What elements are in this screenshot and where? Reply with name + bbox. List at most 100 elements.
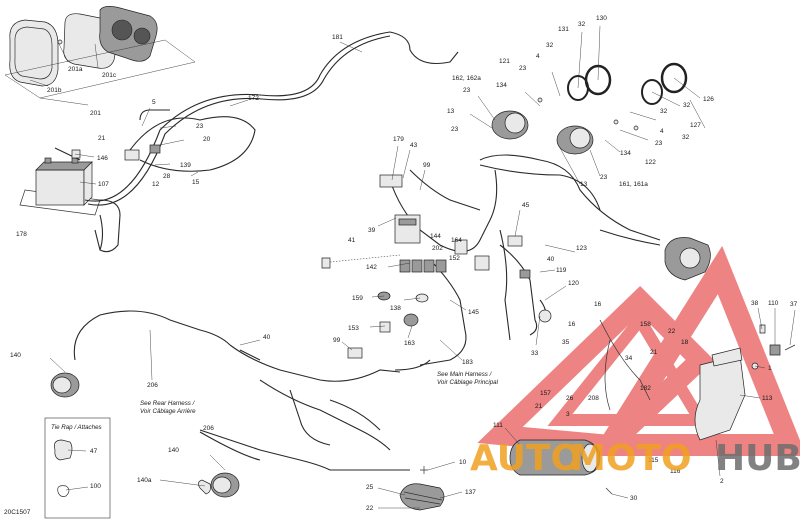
callout-3: 3 bbox=[566, 411, 570, 418]
battery-terminal-pos bbox=[44, 157, 52, 164]
watermark-triangle-inner bbox=[547, 309, 711, 426]
callout-157: 157 bbox=[540, 390, 551, 397]
callout-40: 40 bbox=[547, 256, 555, 263]
cluster-bezel-inner bbox=[14, 26, 53, 80]
bulb-140a bbox=[198, 479, 211, 495]
callout-127: 127 bbox=[690, 122, 701, 129]
callout-99: 99 bbox=[423, 162, 431, 169]
callout-43: 43 bbox=[410, 142, 418, 149]
note-main-harness-line2: Voir Câblage Principal bbox=[437, 379, 499, 386]
callout-144: 144 bbox=[430, 233, 441, 240]
part-138 bbox=[415, 293, 429, 303]
callout-34: 34 bbox=[625, 355, 633, 362]
callout-140a: 140a bbox=[137, 477, 152, 484]
part-41 bbox=[321, 257, 331, 269]
callout-12: 12 bbox=[152, 181, 160, 188]
callout-23b: 23 bbox=[463, 87, 471, 94]
callout-145: 145 bbox=[468, 309, 479, 316]
callout-201: 201 bbox=[90, 110, 101, 117]
part-120 bbox=[538, 309, 552, 323]
callout-15: 15 bbox=[192, 179, 200, 186]
callout-35: 35 bbox=[562, 339, 570, 346]
callout-140: 140 bbox=[10, 352, 21, 359]
part-12 bbox=[124, 149, 140, 161]
callout-201c: 201c bbox=[102, 72, 117, 79]
battery-part bbox=[35, 169, 85, 206]
callout-1: 1 bbox=[768, 365, 772, 372]
callout-153: 153 bbox=[348, 325, 359, 332]
bracket-113 bbox=[694, 354, 746, 441]
callout-23c: 23 bbox=[519, 65, 527, 72]
callout-21c: 21 bbox=[535, 403, 543, 410]
gear-137 bbox=[399, 483, 445, 511]
harness-battery bbox=[94, 199, 121, 253]
battery-top bbox=[35, 161, 93, 171]
callout-206: 206 bbox=[147, 382, 158, 389]
tie-rap-title: Tie Rap / Attaches bbox=[51, 424, 102, 431]
callout-99b: 99 bbox=[333, 337, 341, 344]
callout-142: 142 bbox=[366, 264, 377, 271]
battery-cable-part bbox=[99, 214, 104, 251]
part-47 bbox=[53, 439, 73, 461]
callout-13b: 13 bbox=[580, 181, 588, 188]
callout-206b: 206 bbox=[203, 425, 214, 432]
callout-22: 22 bbox=[366, 505, 374, 512]
part-100 bbox=[57, 485, 70, 497]
diagram-code: 20C1507 bbox=[4, 509, 31, 516]
callout-137: 137 bbox=[465, 489, 476, 496]
callout-130: 130 bbox=[596, 15, 607, 22]
callout-4b: 4 bbox=[660, 128, 664, 135]
callout-182: 182 bbox=[640, 385, 651, 392]
callout-21: 21 bbox=[98, 135, 106, 142]
callout-181: 181 bbox=[332, 34, 343, 41]
callout-47: 47 bbox=[90, 448, 98, 455]
connector-164 bbox=[454, 239, 468, 255]
callout-178: 178 bbox=[16, 231, 27, 238]
starter-group bbox=[399, 439, 613, 511]
callout-126: 126 bbox=[703, 96, 714, 103]
callout-208: 208 bbox=[588, 395, 599, 402]
callout-146: 146 bbox=[97, 155, 108, 162]
callout-158: 158 bbox=[640, 321, 651, 328]
small-parts bbox=[44, 144, 552, 519]
callout-4: 4 bbox=[536, 53, 540, 60]
instrument-cluster-group bbox=[4, 6, 196, 106]
callout-138: 138 bbox=[390, 305, 401, 312]
callout-131: 131 bbox=[558, 26, 569, 33]
callout-122: 122 bbox=[645, 159, 656, 166]
callout-40b: 40 bbox=[263, 334, 271, 341]
ring-130 bbox=[584, 64, 612, 96]
cluster-bezel-part bbox=[9, 19, 59, 87]
callout-37: 37 bbox=[790, 301, 798, 308]
callout-134b: 134 bbox=[620, 150, 631, 157]
callout-110: 110 bbox=[768, 300, 779, 307]
connector-152 bbox=[474, 255, 490, 271]
callout-23d: 23 bbox=[451, 126, 459, 133]
harness-181 bbox=[84, 31, 459, 202]
callout-115: 115 bbox=[648, 457, 659, 464]
harness-206-upper bbox=[73, 310, 231, 361]
callout-39: 39 bbox=[368, 227, 376, 234]
callout-28: 28 bbox=[163, 173, 171, 180]
callout-152: 152 bbox=[449, 255, 460, 262]
callout-111: 111 bbox=[493, 422, 503, 429]
watermark-logo bbox=[477, 245, 800, 456]
callout-5: 5 bbox=[152, 99, 156, 106]
callout-164: 164 bbox=[451, 237, 462, 244]
harness-206-lower bbox=[199, 429, 410, 471]
callout-bracket-201 bbox=[4, 39, 196, 99]
callout-21b: 21 bbox=[650, 349, 658, 356]
callout-23f: 23 bbox=[655, 140, 663, 147]
callout-13: 13 bbox=[447, 108, 455, 115]
callout-23e: 23 bbox=[600, 174, 608, 181]
callout-107: 107 bbox=[98, 181, 109, 188]
callout-32: 32 bbox=[546, 42, 554, 49]
callout-113: 113 bbox=[762, 395, 773, 402]
part-28 bbox=[149, 144, 161, 154]
part-99 bbox=[347, 347, 363, 359]
callout-32e: 32 bbox=[660, 108, 668, 115]
callout-16b: 16 bbox=[568, 321, 576, 328]
reference-notes: See Rear Harness / Voir Câblage Arrière … bbox=[4, 371, 499, 516]
callout-163: 163 bbox=[404, 340, 415, 347]
